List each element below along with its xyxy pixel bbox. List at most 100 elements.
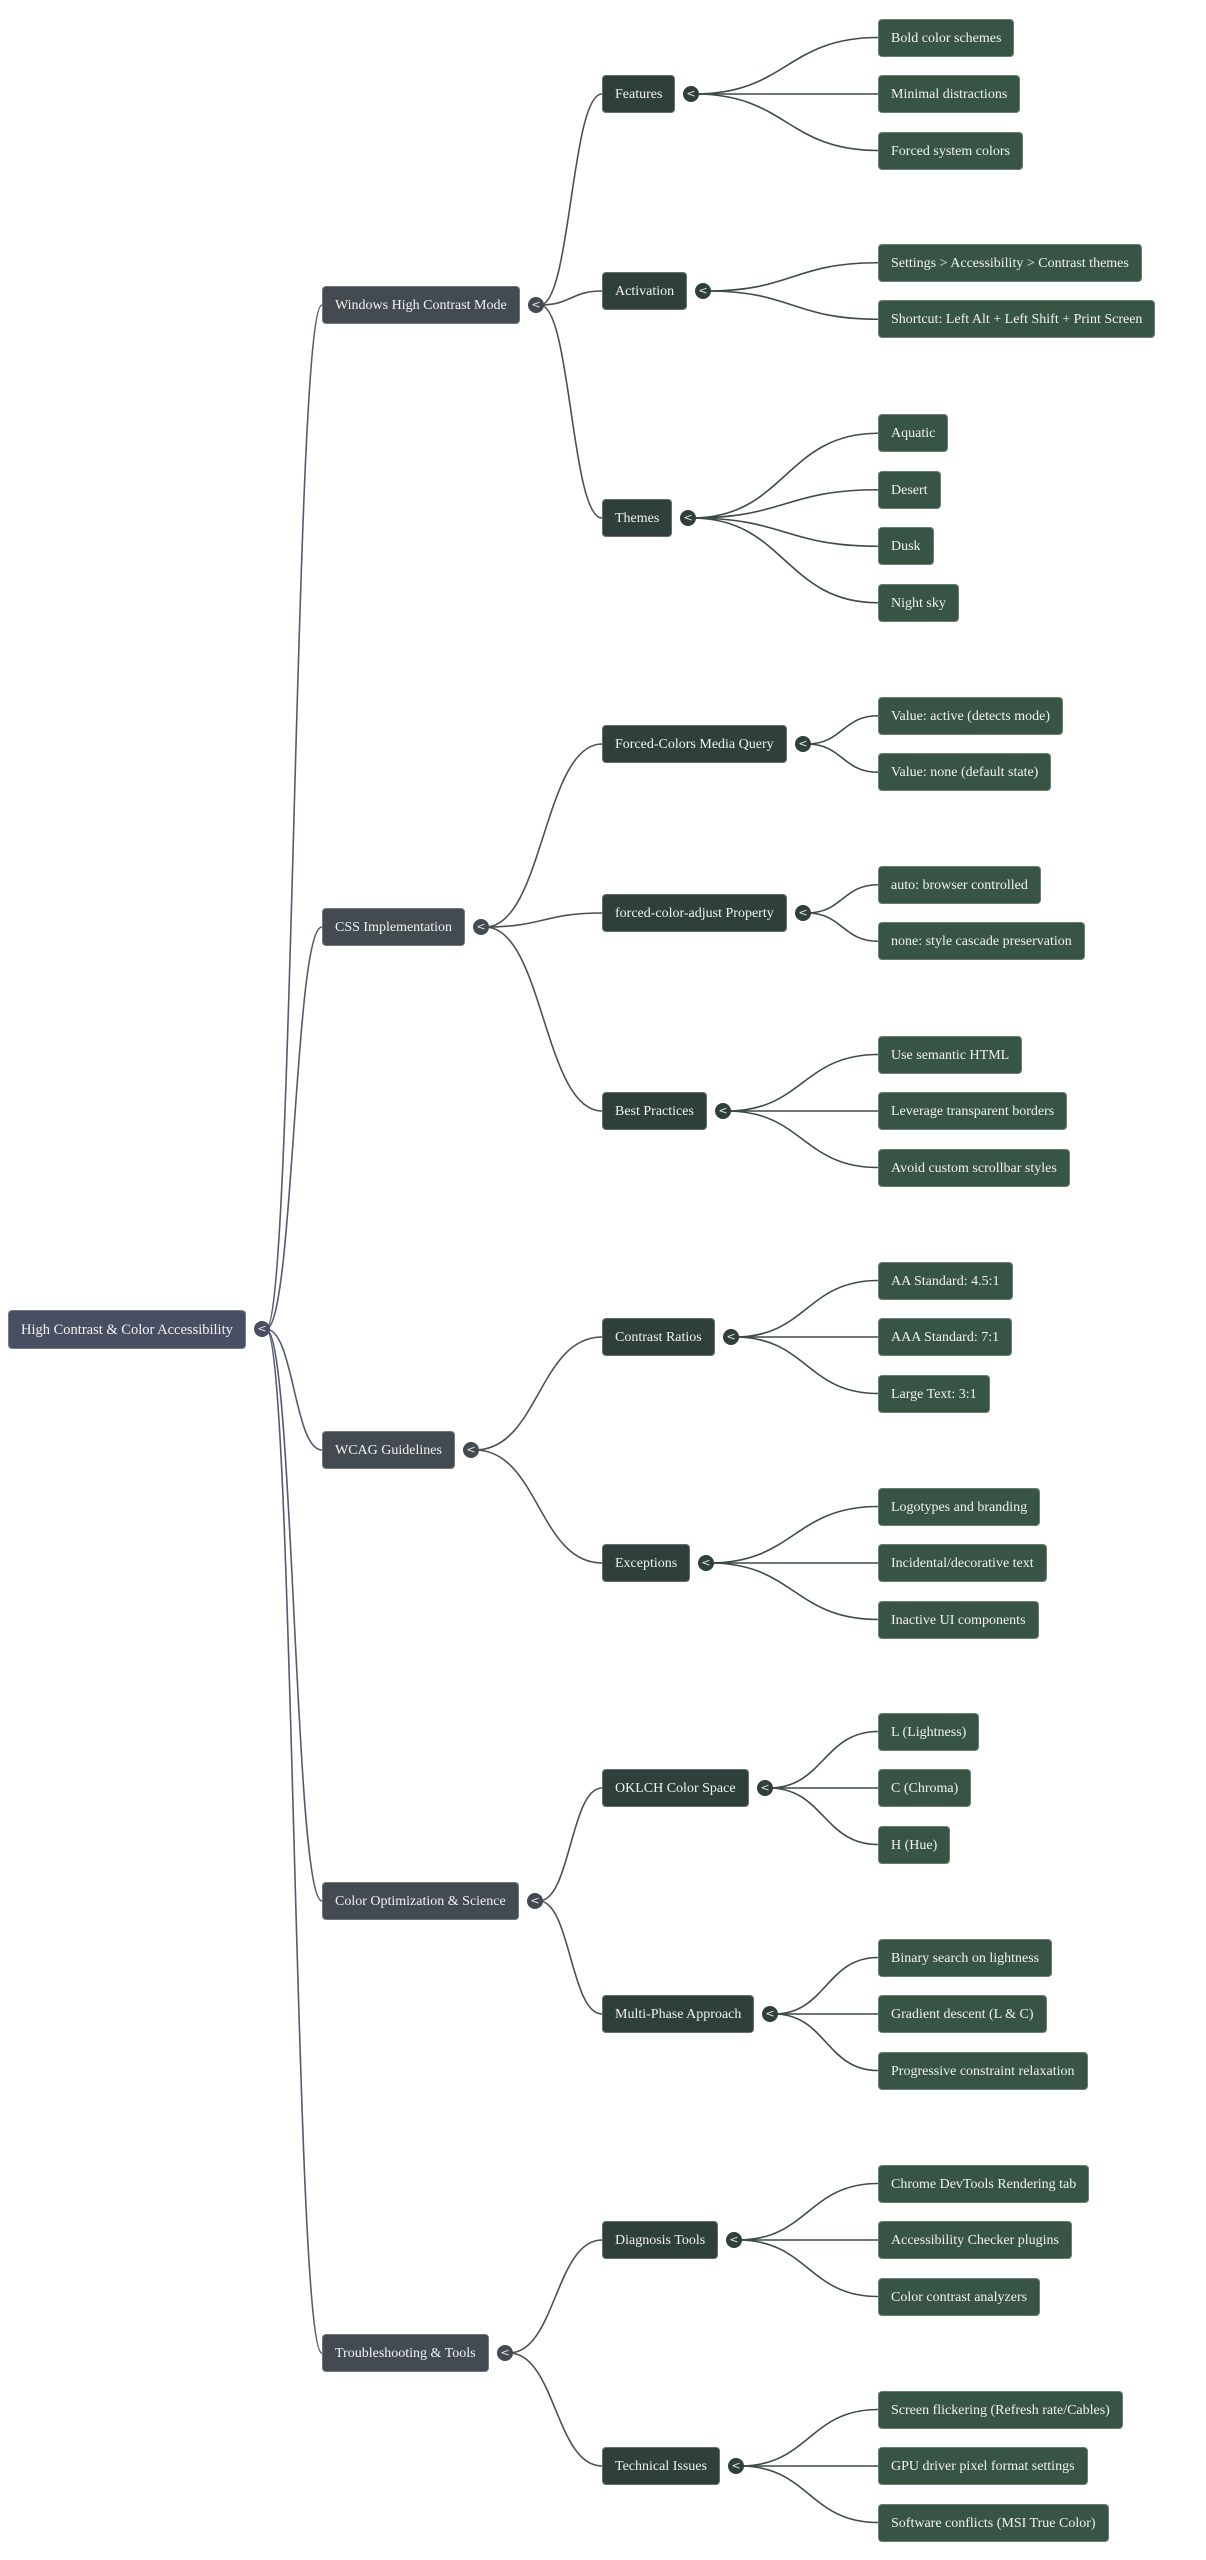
collapse-toggle-css-implementation[interactable]: <: [473, 919, 489, 935]
chevron-left-icon: <: [530, 1894, 540, 1907]
edge-windows-high-contrast-mode-to-themes: [539, 304, 603, 519]
edge-windows-high-contrast-mode-to-activation: [539, 290, 603, 306]
leaf-node-aquatic[interactable]: Aquatic: [878, 414, 949, 453]
edge-multi-phase-approach-to-binary-search-on-lightness: [773, 1956, 879, 2015]
collapse-toggle-color-optimization-science[interactable]: <: [527, 1893, 543, 1909]
collapse-toggle-technical-issues[interactable]: <: [728, 2458, 744, 2474]
branch-node-troubleshooting-tools[interactable]: Troubleshooting & Tools: [322, 2334, 489, 2372]
subtopic-node-technical-issues[interactable]: Technical Issues: [602, 2447, 720, 2485]
edge-troubleshooting-tools-to-technical-issues: [508, 2352, 603, 2467]
collapse-toggle-forced-colors-media-query[interactable]: <: [795, 736, 811, 752]
branch-node-css-implementation[interactable]: CSS Implementation: [322, 908, 466, 946]
subtopic-node-multi-phase-approach[interactable]: Multi-Phase Approach: [602, 1995, 755, 2033]
leaf-node-avoid-custom-scrollbar-styles[interactable]: Avoid custom scrollbar styles: [878, 1148, 1070, 1187]
leaf-node-h-hue[interactable]: H (Hue): [878, 1825, 951, 1864]
branch-node-color-optimization-science[interactable]: Color Optimization & Science: [322, 1882, 519, 1920]
chevron-left-icon: <: [531, 298, 541, 311]
leaf-node-settings-accessibility-contrast-themes[interactable]: Settings > Accessibility > Contrast them…: [878, 243, 1142, 282]
collapse-toggle-forced-color-adjust-property[interactable]: <: [795, 905, 811, 921]
leaf-node-shortcut-left-alt-left-shift-print-screen[interactable]: Shortcut: Left Alt + Left Shift + Print …: [878, 300, 1156, 339]
leaf-node-inactive-ui-components[interactable]: Inactive UI components: [878, 1600, 1039, 1639]
chevron-left-icon: <: [798, 737, 808, 750]
chevron-left-icon: <: [760, 1781, 770, 1794]
leaf-node-dusk[interactable]: Dusk: [878, 527, 934, 566]
leaf-node-l-lightness[interactable]: L (Lightness): [878, 1712, 980, 1751]
root-node-high-contrast-color-accessibility[interactable]: High Contrast & Color Accessibility: [8, 1309, 246, 1349]
collapse-toggle-oklch-color-space[interactable]: <: [757, 1780, 773, 1796]
collapse-toggle-multi-phase-approach[interactable]: <: [762, 2006, 778, 2022]
leaf-node-aa-standard-4-5-1[interactable]: AA Standard: 4.5:1: [878, 1261, 1013, 1300]
edge-diagnosis-tools-to-chrome-devtools-rendering-tab: [737, 2182, 879, 2241]
leaf-node-forced-system-colors[interactable]: Forced system colors: [878, 131, 1023, 170]
leaf-node-minimal-distractions[interactable]: Minimal distractions: [878, 75, 1021, 113]
subtopic-node-best-practices[interactable]: Best Practices: [602, 1092, 707, 1130]
leaf-node-incidental-decorative-text[interactable]: Incidental/decorative text: [878, 1544, 1047, 1582]
leaf-node-large-text-3-1[interactable]: Large Text: 3:1: [878, 1374, 990, 1413]
collapse-toggle-features[interactable]: <: [683, 86, 699, 102]
subtopic-node-contrast-ratios[interactable]: Contrast Ratios: [602, 1318, 715, 1356]
leaf-node-desert[interactable]: Desert: [878, 470, 941, 509]
chevron-left-icon: <: [683, 511, 693, 524]
leaf-node-chrome-devtools-rendering-tab[interactable]: Chrome DevTools Rendering tab: [878, 2164, 1090, 2203]
edge-themes-to-night-sky: [691, 517, 879, 604]
edge-root-to-wcag-guidelines: [265, 1328, 323, 1451]
subtopic-node-oklch-color-space[interactable]: OKLCH Color Space: [602, 1769, 749, 1807]
edge-best-practices-to-avoid-custom-scrollbar-styles: [726, 1110, 879, 1169]
chevron-left-icon: <: [726, 1330, 736, 1343]
edge-oklch-color-space-to-h-hue: [768, 1787, 879, 1846]
leaf-node-gradient-descent-l-c[interactable]: Gradient descent (L & C): [878, 1995, 1047, 2033]
collapse-toggle-themes[interactable]: <: [680, 510, 696, 526]
leaf-node-binary-search-on-lightness[interactable]: Binary search on lightness: [878, 1938, 1053, 1977]
edge-multi-phase-approach-to-progressive-constraint-relaxation: [773, 2013, 879, 2072]
leaf-node-value-none-default-state[interactable]: Value: none (default state): [878, 753, 1052, 792]
collapse-toggle-diagnosis-tools[interactable]: <: [726, 2232, 742, 2248]
collapse-toggle-best-practices[interactable]: <: [715, 1103, 731, 1119]
leaf-node-use-semantic-html[interactable]: Use semantic HTML: [878, 1035, 1023, 1074]
chevron-left-icon: <: [798, 906, 808, 919]
branch-node-wcag-guidelines[interactable]: WCAG Guidelines: [322, 1431, 455, 1469]
leaf-node-leverage-transparent-borders[interactable]: Leverage transparent borders: [878, 1092, 1068, 1130]
subtopic-node-forced-colors-media-query[interactable]: Forced-Colors Media Query: [602, 725, 787, 763]
chevron-left-icon: <: [718, 1104, 728, 1117]
subtopic-node-exceptions[interactable]: Exceptions: [602, 1544, 691, 1582]
leaf-node-gpu-driver-pixel-format-settings[interactable]: GPU driver pixel format settings: [878, 2447, 1088, 2485]
edge-technical-issues-to-software-conflicts-msi-true-color: [739, 2465, 879, 2524]
collapse-toggle-contrast-ratios[interactable]: <: [723, 1329, 739, 1345]
leaf-node-software-conflicts-msi-true-color[interactable]: Software conflicts (MSI True Color): [878, 2503, 1109, 2542]
edge-diagnosis-tools-to-color-contrast-analyzers: [737, 2239, 879, 2298]
collapse-toggle-windows-high-contrast-mode[interactable]: <: [528, 297, 544, 313]
edge-css-implementation-to-best-practices: [484, 926, 603, 1112]
leaf-node-bold-color-schemes[interactable]: Bold color schemes: [878, 18, 1015, 57]
subtopic-node-diagnosis-tools[interactable]: Diagnosis Tools: [602, 2221, 719, 2259]
chevron-left-icon: <: [765, 2007, 775, 2020]
leaf-node-logotypes-and-branding[interactable]: Logotypes and branding: [878, 1487, 1041, 1526]
leaf-node-c-chroma[interactable]: C (Chroma): [878, 1769, 972, 1807]
leaf-node-accessibility-checker-plugins[interactable]: Accessibility Checker plugins: [878, 2221, 1072, 2259]
edge-best-practices-to-use-semantic-html: [726, 1053, 879, 1112]
leaf-node-auto-browser-controlled[interactable]: auto: browser controlled: [878, 865, 1041, 904]
leaf-node-color-contrast-analyzers[interactable]: Color contrast analyzers: [878, 2277, 1041, 2316]
collapse-toggle-troubleshooting-tools[interactable]: <: [497, 2345, 513, 2361]
edge-features-to-forced-system-colors: [694, 93, 879, 152]
subtopic-node-themes[interactable]: Themes: [602, 499, 673, 537]
subtopic-node-forced-color-adjust-property[interactable]: forced-color-adjust Property: [602, 894, 787, 932]
collapse-toggle-activation[interactable]: <: [695, 283, 711, 299]
collapse-toggle-wcag-guidelines[interactable]: <: [463, 1442, 479, 1458]
leaf-node-night-sky[interactable]: Night sky: [878, 583, 959, 622]
leaf-node-screen-flickering-refresh-rate-cables[interactable]: Screen flickering (Refresh rate/Cables): [878, 2390, 1123, 2429]
branch-node-windows-high-contrast-mode[interactable]: Windows High Contrast Mode: [322, 286, 520, 324]
collapse-toggle-root[interactable]: <: [254, 1321, 270, 1337]
subtopic-node-features[interactable]: Features: [602, 75, 676, 113]
collapse-toggle-exceptions[interactable]: <: [698, 1555, 714, 1571]
edge-css-implementation-to-forced-colors-media-query: [484, 743, 603, 928]
edge-forced-colors-media-query-to-value-none-default-state: [806, 743, 879, 774]
chevron-left-icon: <: [731, 2459, 741, 2472]
edge-windows-high-contrast-mode-to-features: [539, 93, 603, 306]
leaf-node-progressive-constraint-relaxation[interactable]: Progressive constraint relaxation: [878, 2051, 1088, 2090]
leaf-node-none-style-cascade-preservation[interactable]: none: style cascade preservation: [878, 922, 1085, 961]
leaf-node-aaa-standard-7-1[interactable]: AAA Standard: 7:1: [878, 1318, 1013, 1356]
edge-color-optimization-science-to-oklch-color-space: [538, 1787, 603, 1902]
subtopic-node-activation[interactable]: Activation: [602, 272, 688, 310]
leaf-node-value-active-detects-mode[interactable]: Value: active (detects mode): [878, 696, 1063, 735]
